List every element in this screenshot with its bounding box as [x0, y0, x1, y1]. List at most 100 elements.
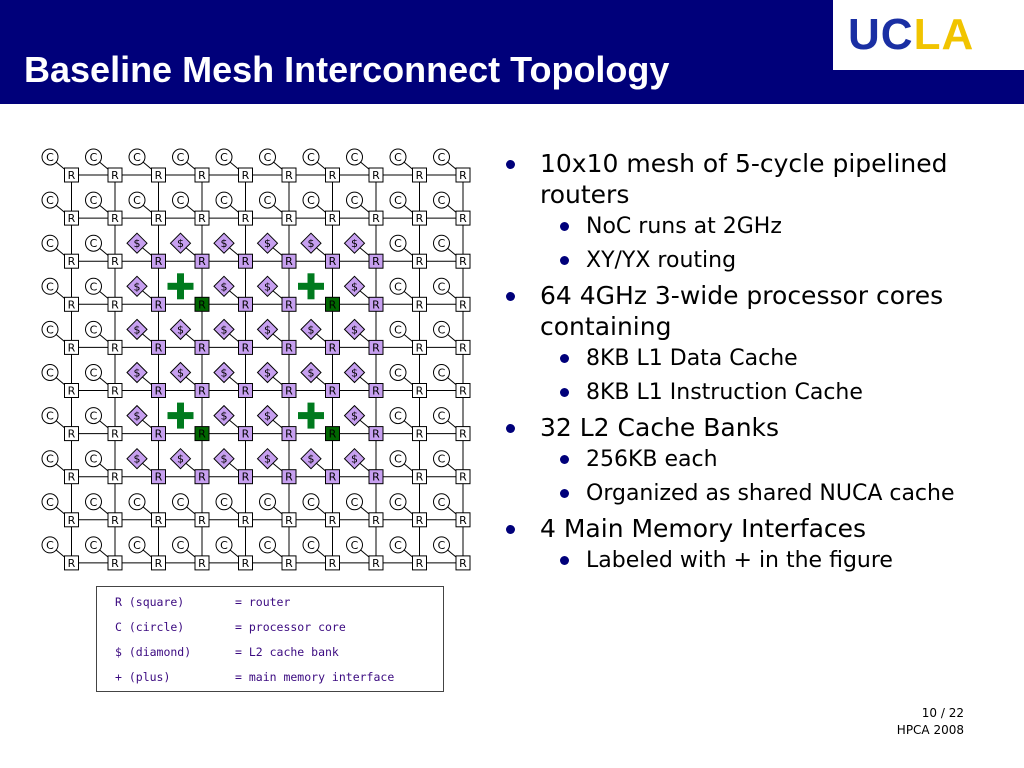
processor-core-circle	[215, 536, 233, 554]
legend-row-router: R (square)= router	[115, 595, 290, 609]
router-square	[412, 167, 427, 183]
core-label: C	[394, 323, 402, 336]
processor-core-circle	[85, 320, 102, 338]
router-label: R	[155, 212, 163, 225]
sub-bullet-text: NoC runs at 2GHz	[586, 214, 782, 239]
core-label: C	[394, 237, 402, 250]
router-square	[368, 339, 384, 355]
core-label: C	[46, 280, 54, 293]
router-square	[194, 469, 210, 485]
bullet-text: 64 4GHz 3-wide processor cores containin…	[540, 281, 944, 341]
router-label: R	[198, 255, 206, 268]
cache-label: $	[351, 453, 358, 466]
legend-meaning: = main memory interface	[235, 670, 395, 684]
processor-core-circle	[346, 148, 363, 166]
sub-bullet-item: NoC runs at 2GHz	[506, 212, 1006, 242]
l2-cache-bank-diamond	[213, 361, 235, 384]
router-label: R	[68, 298, 76, 311]
l2-cache-bank-diamond	[126, 361, 148, 384]
core-label: C	[394, 194, 402, 207]
legend-box: R (square)= router C (circle)= processor…	[96, 586, 444, 692]
router-label: R	[155, 385, 163, 398]
ucla-logo: UCLA	[848, 10, 974, 60]
legend-meaning: = processor core	[235, 620, 346, 634]
router-label: R	[372, 557, 380, 570]
router-label: R	[416, 557, 424, 570]
slide-title: Baseline Mesh Interconnect Topology	[24, 49, 670, 90]
processor-core-circle	[389, 493, 407, 511]
core-label: C	[264, 151, 272, 164]
router-label: R	[242, 298, 250, 311]
router-square	[325, 167, 340, 183]
router-label: R	[155, 341, 163, 354]
processor-core-circle	[433, 364, 450, 381]
l2-cache-bank-diamond	[213, 232, 235, 254]
router-square	[238, 512, 253, 528]
cache-label: $	[134, 323, 141, 336]
router-label: R	[285, 255, 293, 268]
router-label: R	[285, 341, 293, 354]
processor-core-circle	[85, 450, 102, 468]
cache-label: $	[308, 323, 315, 336]
router-label: R	[459, 341, 467, 354]
l2-cache-bank-diamond	[256, 447, 279, 470]
core-label: C	[90, 280, 98, 293]
cache-label: $	[351, 280, 358, 293]
router-label: R	[459, 471, 467, 484]
router-label: R	[68, 212, 76, 225]
core-label: C	[46, 410, 54, 423]
router-label: R	[68, 169, 76, 182]
processor-core-circle	[433, 234, 450, 252]
router-label: R	[416, 385, 424, 398]
core-label: C	[264, 496, 272, 509]
router-label: R	[242, 255, 250, 268]
router-label: R	[155, 169, 163, 182]
router-square	[281, 296, 297, 312]
core-label: C	[46, 367, 54, 380]
router-square	[455, 167, 471, 183]
router-label: R	[68, 341, 76, 354]
router-square	[107, 167, 123, 183]
router-square	[64, 296, 79, 312]
core-label: C	[133, 496, 141, 509]
bullet-dot-icon	[506, 292, 515, 301]
logo-box	[832, 0, 1024, 71]
core-label: C	[46, 496, 54, 509]
router-square	[368, 167, 384, 183]
core-label: C	[90, 496, 98, 509]
l2-cache-bank-diamond	[256, 404, 279, 427]
processor-core-circle	[85, 493, 102, 511]
core-label: C	[394, 539, 402, 552]
router-square	[238, 167, 253, 183]
legend-symbol: + (plus)	[115, 670, 171, 684]
router-square	[325, 296, 340, 312]
l2-cache-bank-diamond	[300, 232, 322, 254]
core-label: C	[90, 367, 98, 380]
core-label: C	[438, 367, 446, 380]
sub-bullet-text: 8KB L1 Instruction Cache	[586, 380, 863, 405]
memory-interface-plus-icon	[307, 273, 315, 300]
sub-bullet-text: 8KB L1 Data Cache	[586, 346, 798, 371]
page-number: 10 / 22	[921, 706, 964, 720]
router-square	[238, 469, 253, 485]
processor-core-circle	[41, 364, 59, 381]
cache-label: $	[177, 323, 184, 336]
router-label: R	[372, 428, 380, 441]
logo-part-2: LA	[913, 10, 975, 59]
l2-cache-bank-diamond	[169, 232, 192, 254]
router-label: R	[416, 298, 424, 311]
router-square	[238, 296, 253, 312]
processor-core-circle	[259, 191, 276, 209]
core-label: C	[307, 151, 315, 164]
router-square	[151, 383, 166, 398]
processor-core-circle	[85, 277, 102, 295]
router-label: R	[111, 255, 119, 268]
router-square	[455, 555, 471, 571]
cache-label: $	[351, 237, 358, 250]
router-square	[194, 383, 210, 398]
l2-cache-bank-diamond	[300, 447, 322, 470]
legend-row-core: C (circle)= processor core	[115, 620, 346, 634]
core-label: C	[394, 280, 402, 293]
core-label: C	[177, 539, 185, 552]
router-label: R	[111, 557, 119, 570]
